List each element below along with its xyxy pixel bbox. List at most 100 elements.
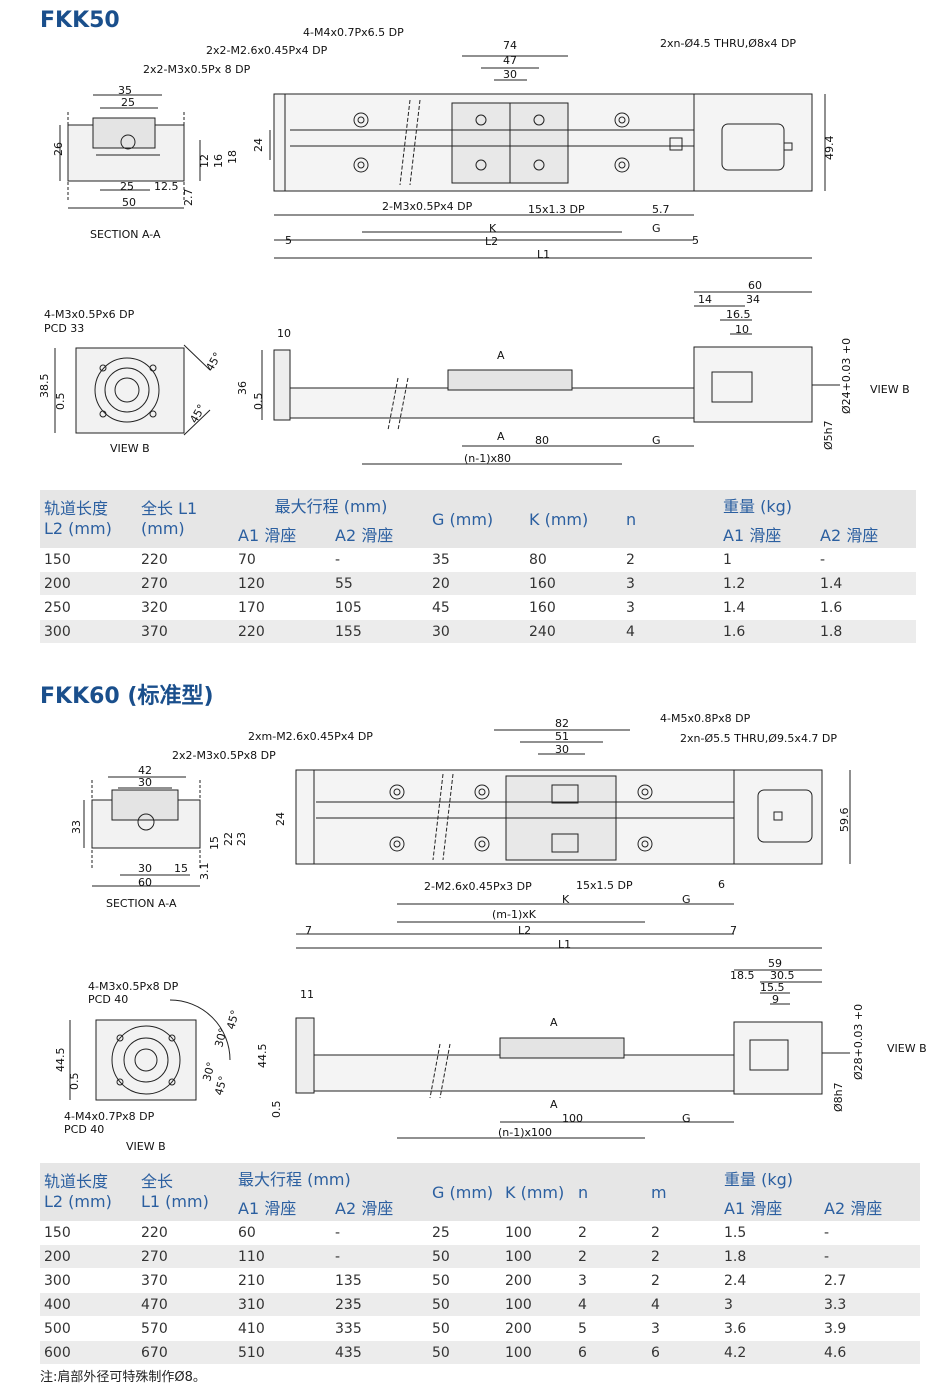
table-cell: 600 <box>40 1340 137 1365</box>
table-cell: 335 <box>331 1316 428 1341</box>
dim-label: 5 <box>285 234 292 247</box>
table-cell: 25 <box>428 1221 501 1245</box>
dim-label: 0.5 <box>54 393 67 411</box>
table-cell: 160 <box>525 595 622 620</box>
col-header-g: G (mm) <box>428 490 525 548</box>
dim-label: 18 <box>226 150 239 164</box>
dim-label: 3.1 <box>198 863 211 881</box>
dim-label: 49.4 <box>823 136 836 161</box>
dim-label: 5 <box>692 234 699 247</box>
dim-label: 15 <box>174 862 188 875</box>
fkk60-spec-table: 轨道长度 L2 (mm) 全长 L1 (mm) 最大行程 (mm) G (mm)… <box>40 1163 920 1365</box>
dim-label: 15.5 <box>760 981 785 994</box>
dim-label: 0.5 <box>68 1073 81 1091</box>
fkk50-top-view-drawing <box>269 55 826 259</box>
table-cell: - <box>820 1221 920 1245</box>
dim-label: PCD 33 <box>44 322 84 335</box>
dim-label: A <box>497 430 505 443</box>
fkk50-section-a-a-drawing <box>59 94 201 209</box>
dim-label: 30 <box>555 743 569 756</box>
table-cell: 105 <box>331 595 428 620</box>
dim-label: 59 <box>768 957 782 970</box>
dim-label: A <box>550 1098 558 1111</box>
dim-label: 51 <box>555 730 569 743</box>
col-header-g: G (mm) <box>428 1163 501 1221</box>
table-cell: 3 <box>720 1292 820 1317</box>
dim-label: L2 <box>518 924 531 937</box>
table-cell: 5 <box>574 1316 647 1341</box>
col-header-weight-a2: A2 滑座 <box>820 1193 920 1221</box>
col-header-n: n <box>622 490 719 548</box>
dim-label: 4-M3x0.5Px8 DP <box>88 980 179 993</box>
dim-label: PCD 40 <box>64 1123 104 1136</box>
dim-label: 47 <box>503 54 517 67</box>
dim-label: VIEW B <box>887 1042 927 1055</box>
dim-label: 33 <box>70 820 83 834</box>
fkk50-drawing-svg: 4-M4x0.7Px6.5 DP 2x2-M2.6x0.45Px4 DP 2x2… <box>38 26 910 465</box>
dim-label: 30° <box>212 1027 230 1049</box>
table-cell: 250 <box>40 595 137 620</box>
table-cell: 30 <box>428 619 525 644</box>
table-cell: 200 <box>501 1316 574 1341</box>
table-cell: 2 <box>622 548 719 572</box>
table-cell: 4 <box>647 1292 720 1317</box>
fkk50-spec-table: 轨道长度 L2 (mm) 全长 L1 (mm) 最大行程 (mm) G (mm)… <box>40 490 916 644</box>
fkk60-section-a-a-drawing <box>83 776 201 887</box>
table-cell: 670 <box>137 1340 234 1365</box>
dim-label: 60 <box>138 876 152 889</box>
dim-label: 18.5 <box>730 969 755 982</box>
col-header-l2: 轨道长度 L2 (mm) <box>40 490 137 548</box>
table-cell: 2 <box>574 1244 647 1269</box>
table-cell: 435 <box>331 1340 428 1365</box>
dim-label: PCD 40 <box>88 993 128 1006</box>
table-cell: 1.8 <box>816 619 916 644</box>
table-cell: 110 <box>234 1244 331 1269</box>
dim-label: 2x2-M3x0.5Px8 DP <box>172 749 276 762</box>
dim-label: 60 <box>748 279 762 292</box>
dim-label: G <box>652 434 661 447</box>
table-cell: 300 <box>40 619 137 644</box>
dim-label: 35 <box>118 84 132 97</box>
dim-label: 4-M4x0.7Px6.5 DP <box>303 26 404 39</box>
col-header-stroke-a1: A1 滑座 <box>234 1193 331 1221</box>
dim-label: 10 <box>277 327 291 340</box>
dim-label: 14 <box>698 293 712 306</box>
table-cell: 2 <box>647 1268 720 1293</box>
col-header-k: K (mm) <box>525 490 622 548</box>
table-cell: 510 <box>234 1340 331 1365</box>
col-header-l1: 全长 L1 (mm) <box>137 1163 234 1221</box>
dim-label: 30 <box>503 68 517 81</box>
table-cell: 235 <box>331 1292 428 1317</box>
dim-label: 15x1.5 DP <box>576 879 633 892</box>
dim-label: 82 <box>555 717 569 730</box>
table-cell: 1.4 <box>719 595 816 620</box>
col-header-stroke-a2: A2 滑座 <box>331 520 428 548</box>
dim-label: 12.5 <box>154 180 179 193</box>
table-cell: 70 <box>234 548 331 572</box>
table-cell: 3.6 <box>720 1316 820 1341</box>
dim-label: K <box>562 893 570 906</box>
table-cell: 60 <box>234 1221 331 1245</box>
dim-label: 100 <box>562 1112 583 1125</box>
col-header-weight-a1: A1 滑座 <box>719 520 816 548</box>
table-cell: 1.2 <box>719 571 816 596</box>
dim-label: 36 <box>236 381 249 395</box>
table-cell: 270 <box>137 571 234 596</box>
table-cell: - <box>331 1221 428 1245</box>
table-cell: 2 <box>574 1221 647 1245</box>
table-cell: 3 <box>574 1268 647 1293</box>
dim-label: 44.5 <box>256 1044 269 1069</box>
dim-label: 74 <box>503 39 517 52</box>
view-caption: VIEW B <box>126 1140 166 1153</box>
table-cell: 35 <box>428 548 525 572</box>
table-cell: 150 <box>40 548 137 572</box>
dim-label: 25 <box>121 96 135 109</box>
table-cell: 135 <box>331 1268 428 1293</box>
dim-label: Ø8h7 <box>832 1082 845 1112</box>
dim-label: 45° <box>187 402 208 425</box>
